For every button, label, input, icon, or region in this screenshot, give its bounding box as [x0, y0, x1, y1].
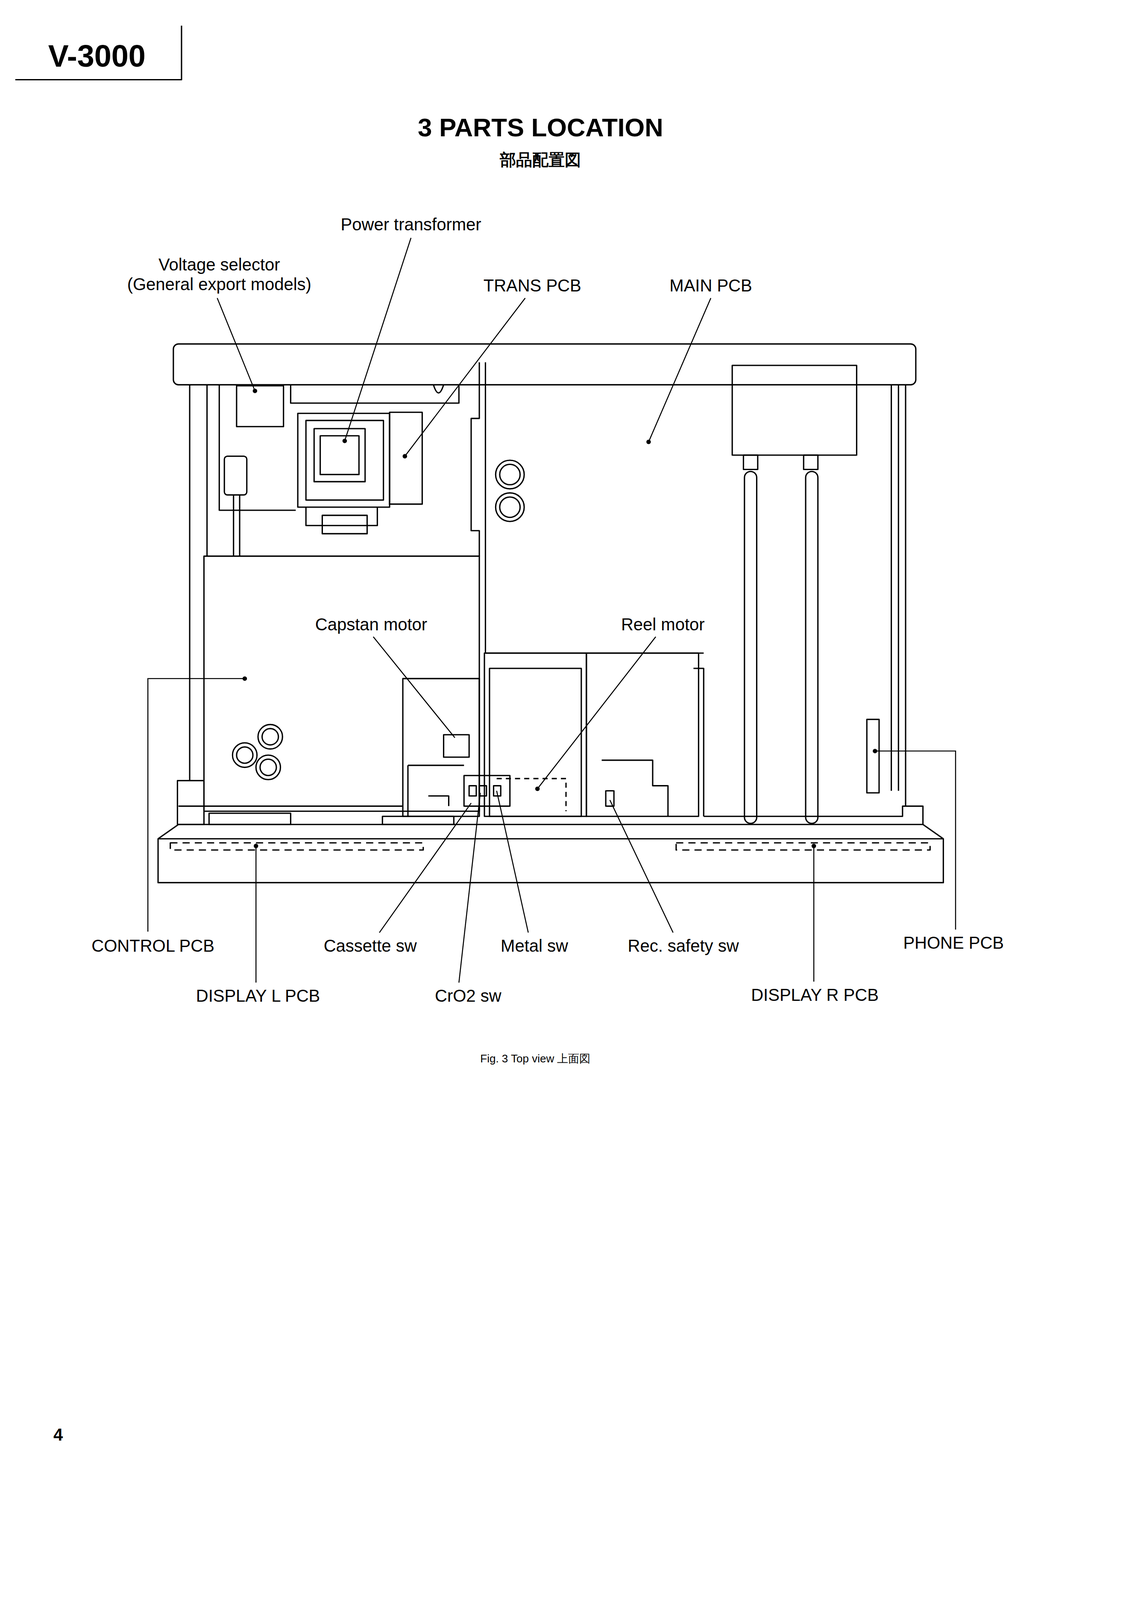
switch: [469, 785, 477, 796]
leader-dot: [535, 785, 540, 791]
mechanism: [693, 668, 704, 816]
leader-line: [813, 845, 815, 982]
rear-box: [732, 365, 857, 455]
part-label: MAIN PCB: [667, 275, 754, 296]
capacitor: [262, 728, 279, 745]
model-number: V-3000: [46, 38, 148, 74]
voltage-selector: [236, 385, 284, 427]
capacitor: [499, 464, 521, 485]
rear-rail: [173, 343, 916, 385]
switch-cluster: [463, 775, 510, 807]
phone-pcb: [866, 718, 880, 793]
reel-motor-hidden: [496, 778, 566, 811]
mechanism: [586, 652, 699, 816]
rod: [805, 471, 819, 824]
leader-line: [648, 297, 711, 442]
leader-line: [874, 750, 956, 930]
mechanism: [601, 759, 669, 816]
leader-dot: [342, 438, 348, 443]
leader-line: [147, 678, 245, 932]
transformer-body: [297, 413, 390, 508]
capacitor: [236, 746, 253, 763]
right-wall: [891, 384, 906, 806]
rod-cap: [803, 454, 818, 470]
capstan-block: [402, 678, 480, 816]
leader-line: [373, 636, 455, 738]
subtitle: 部品配置図: [498, 150, 583, 170]
capacitor: [495, 492, 525, 522]
capacitor: [232, 742, 257, 767]
leader-line: [404, 297, 526, 456]
mechanism: [407, 765, 464, 816]
leader-dot: [242, 676, 248, 681]
notch: [433, 384, 444, 393]
part-label: CrO2 sw: [433, 985, 504, 1006]
part-label: DISPLAY L PCB: [194, 985, 323, 1006]
bracket: [208, 812, 291, 825]
part-label: Capstan motor: [313, 614, 429, 634]
leader-dot: [402, 453, 408, 459]
part-label: DISPLAY R PCB: [749, 984, 881, 1005]
trans-pcb-outline: [219, 384, 459, 511]
transformer-clamp: [322, 515, 367, 534]
main-pcb-edge: [484, 362, 487, 653]
rod-cap: [743, 454, 758, 470]
part-label: PHONE PCB: [901, 932, 1006, 953]
display-r-hidden: [676, 842, 930, 850]
part-label: Power transformer: [339, 214, 484, 235]
control-pcb: [203, 555, 480, 811]
leader-line: [344, 237, 411, 441]
bracket: [382, 815, 454, 825]
front-panel: [158, 838, 944, 883]
bracket: [177, 780, 204, 825]
base: [178, 805, 924, 825]
page-number: 4: [51, 1424, 65, 1444]
part-label: Cassette sw: [322, 935, 419, 956]
leader-dot: [872, 748, 878, 754]
leader-line: [217, 297, 256, 391]
mechanism: [489, 668, 582, 816]
display-l-hidden: [170, 842, 424, 850]
mechanism: [484, 652, 587, 816]
component: [224, 455, 247, 495]
front-panel-top: [158, 824, 944, 839]
leader-line: [496, 790, 529, 933]
capacitor: [499, 496, 521, 518]
part-label: Rec. safety sw: [626, 935, 741, 956]
capacitor: [260, 759, 277, 776]
leader-line: [609, 799, 674, 933]
header-rule: [15, 25, 182, 80]
leader-dot: [811, 843, 817, 848]
trans-area-edge: [471, 362, 480, 557]
capacitor: [255, 754, 281, 780]
transformer-bracket: [389, 412, 423, 505]
leader-line: [537, 636, 656, 789]
capacitor: [258, 724, 283, 749]
capacitor: [495, 460, 525, 489]
leader-dot: [252, 388, 258, 393]
component-leads: [233, 494, 240, 556]
part-label: Reel motor: [619, 614, 707, 634]
leader-line: [255, 845, 257, 983]
rod: [744, 471, 757, 824]
part-label: Metal sw: [498, 935, 570, 956]
capstan-motor: [443, 734, 470, 757]
leader-line: [379, 802, 472, 933]
part-label: Voltage selector (General export models): [122, 254, 317, 294]
leader-line: [458, 792, 481, 983]
title: 3 PARTS LOCATION: [416, 112, 665, 143]
switch: [605, 790, 614, 807]
transformer-window: [320, 435, 360, 475]
transformer-winding: [313, 428, 365, 482]
part-label: TRANS PCB: [481, 275, 584, 296]
leader-dot: [253, 843, 259, 848]
caption: Fig. 3 Top view 上面図: [478, 1052, 593, 1065]
leader-dot: [646, 439, 652, 445]
part-label: CONTROL PCB: [89, 935, 216, 956]
transformer-core: [305, 420, 384, 500]
